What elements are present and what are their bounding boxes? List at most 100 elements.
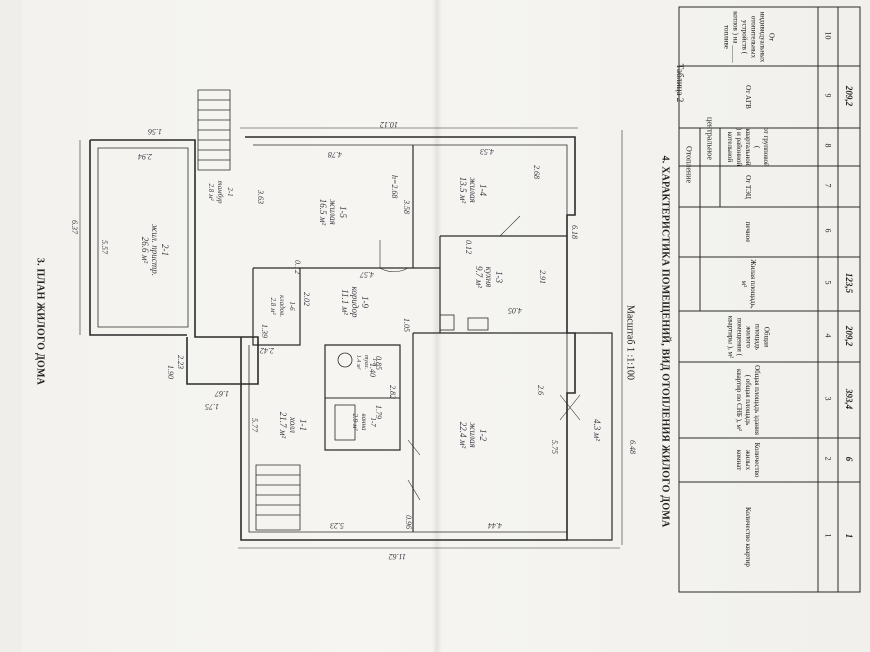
room-name: жил. пристр. — [150, 224, 160, 276]
dim-top: 10.12 — [380, 120, 398, 129]
dim-inner: 1.05 — [402, 318, 411, 332]
table-column-value: 1 — [844, 533, 854, 539]
room-number: 1-9 — [360, 296, 370, 308]
table-column-number: 2 — [823, 456, 833, 461]
room-label-corridor: 1-9 коридор 11.1 м² — [340, 287, 370, 318]
room-area: 9.7 м² — [474, 266, 484, 288]
wall-pantry — [252, 268, 301, 346]
dim-inner: 0.12 — [464, 240, 473, 254]
room-name: туал. — [363, 355, 369, 369]
dim-inner: 4.53 — [480, 147, 494, 156]
door-swing-2 — [499, 215, 521, 237]
dim-annex-top: 1.56 — [148, 127, 162, 136]
room-area: 26.6 м² — [140, 237, 150, 264]
room-area: 1.4 м² — [355, 355, 362, 370]
dim-inner: 5.57 — [100, 240, 109, 255]
hall-stairs — [255, 464, 301, 531]
room-number: 2-1 — [160, 244, 170, 256]
dim-inner: 2.94 — [138, 152, 152, 161]
room-area: 16.5 м² — [318, 199, 328, 226]
room-name: жилая — [328, 199, 338, 225]
door-swing-3 — [407, 439, 421, 501]
room-number: 1-2 — [478, 429, 488, 441]
table-column-header: Количество жилых комнат — [735, 442, 762, 478]
room-label-living-1-2: 1-2 жилая 22.4 м² — [458, 422, 488, 449]
document-sheet — [22, 0, 870, 652]
table-column-header: От АГВ — [744, 85, 753, 109]
dim-inner: 2.23 — [176, 355, 185, 369]
room-area: 21.7 м² — [278, 412, 288, 439]
room-label-living-1-5: 1-5 жилая 16.5 м² — [318, 199, 348, 226]
room-label-pantry: 1-6 кладов. 2.8 м² — [269, 295, 296, 317]
room-name: жилая — [468, 177, 478, 203]
table-column-number: 10 — [823, 31, 833, 39]
table-column-number: 3 — [823, 396, 833, 401]
annex-stairs — [197, 89, 231, 171]
dim-inner: 5.77 — [250, 418, 259, 433]
stair-label: h=2.68 — [390, 175, 399, 198]
dim-inner: 3.58 — [402, 199, 411, 214]
table-2 — [678, 6, 861, 593]
table-grid — [678, 6, 861, 593]
room-number: 1-3 — [494, 271, 504, 283]
room-name: кухня — [484, 267, 494, 288]
table-column-number: 7 — [823, 183, 833, 187]
dim-porch-left: 1.90 — [166, 365, 175, 379]
room-label-living-1-4: 1-4 жилая 13.5 м² — [458, 177, 488, 204]
room-name: кладов. — [278, 295, 286, 317]
dim-inner: 2.82 — [388, 385, 397, 399]
dim-inner: 0.96 — [404, 515, 413, 529]
room-area: 4.3 м² — [592, 419, 602, 441]
table-column-number: 6 — [823, 228, 833, 233]
dim-inner: 2.91 — [538, 270, 547, 284]
room-number: 1-5 — [338, 206, 348, 218]
bath-fixture — [334, 404, 356, 441]
dim-porch: 1.67 — [214, 389, 229, 398]
dim-inner: 6.18 — [570, 225, 579, 239]
wall-bath-block — [324, 344, 401, 451]
room-name: ванна — [360, 414, 368, 431]
door-swing-4 — [559, 394, 581, 421]
dim-inner: 2.6 — [536, 385, 545, 395]
dim-inner: 4.44 — [488, 521, 502, 530]
table-column-number: 9 — [823, 93, 833, 98]
annex-inner-wall — [97, 147, 189, 328]
room-number: 1-4 — [478, 184, 488, 196]
room-label-kitchen: 1-3 кухня 9.7 м² — [474, 266, 504, 288]
table-column-header: Общая площадь жилого помещения ( квартир… — [726, 315, 771, 358]
table-column-number: 1 — [823, 533, 833, 538]
room-area: 13.5 м² — [458, 177, 468, 204]
table-column-header: От ТЭЦ — [744, 174, 753, 199]
dim-inner: 4.05 — [508, 306, 522, 315]
dim-inner: 2.68 — [532, 165, 541, 179]
dim-right: 6.48 — [628, 440, 637, 454]
dim-bottom: 11.62 — [389, 552, 406, 561]
house-outline — [240, 136, 576, 541]
dim-inner: 2.02 — [302, 292, 311, 306]
table-column-header: печное — [744, 221, 753, 243]
house-inner-outline — [248, 144, 568, 533]
table-column-header: Количество квартир — [744, 507, 753, 567]
room-area: 2.8 м² — [269, 297, 277, 315]
dim-inner: 4.57 — [359, 270, 374, 279]
table-column-number: 4 — [823, 333, 833, 337]
room-name: коридор — [350, 287, 360, 318]
table-column-number: 8 — [823, 143, 833, 148]
stove-fixture — [467, 317, 489, 331]
dim-inner: 5.75 — [550, 440, 559, 454]
dim-inner: 1.39 — [260, 324, 269, 338]
room-name: тамбур — [216, 180, 224, 204]
paper-fold — [432, 0, 442, 652]
wc-fixture — [337, 352, 353, 368]
room-label-hall: 1-1 холл 21.7 м² — [278, 412, 308, 439]
table-column-value: 209,2 — [844, 85, 854, 107]
room-label-toilet: 1-8 туал. 1.4 м² — [355, 355, 377, 370]
dim-inner: 0.12 — [293, 260, 302, 274]
table-column-header: Общая площадь здания ( общая площадь ква… — [735, 365, 762, 435]
room-area: 11.1 м² — [340, 289, 350, 315]
table-column-value: 209,2 — [844, 325, 854, 346]
room-number: 1-7 — [369, 417, 377, 427]
annex-outline — [89, 139, 259, 385]
room-name: холл — [288, 416, 298, 433]
dim-inner: 0.85 — [374, 356, 383, 370]
